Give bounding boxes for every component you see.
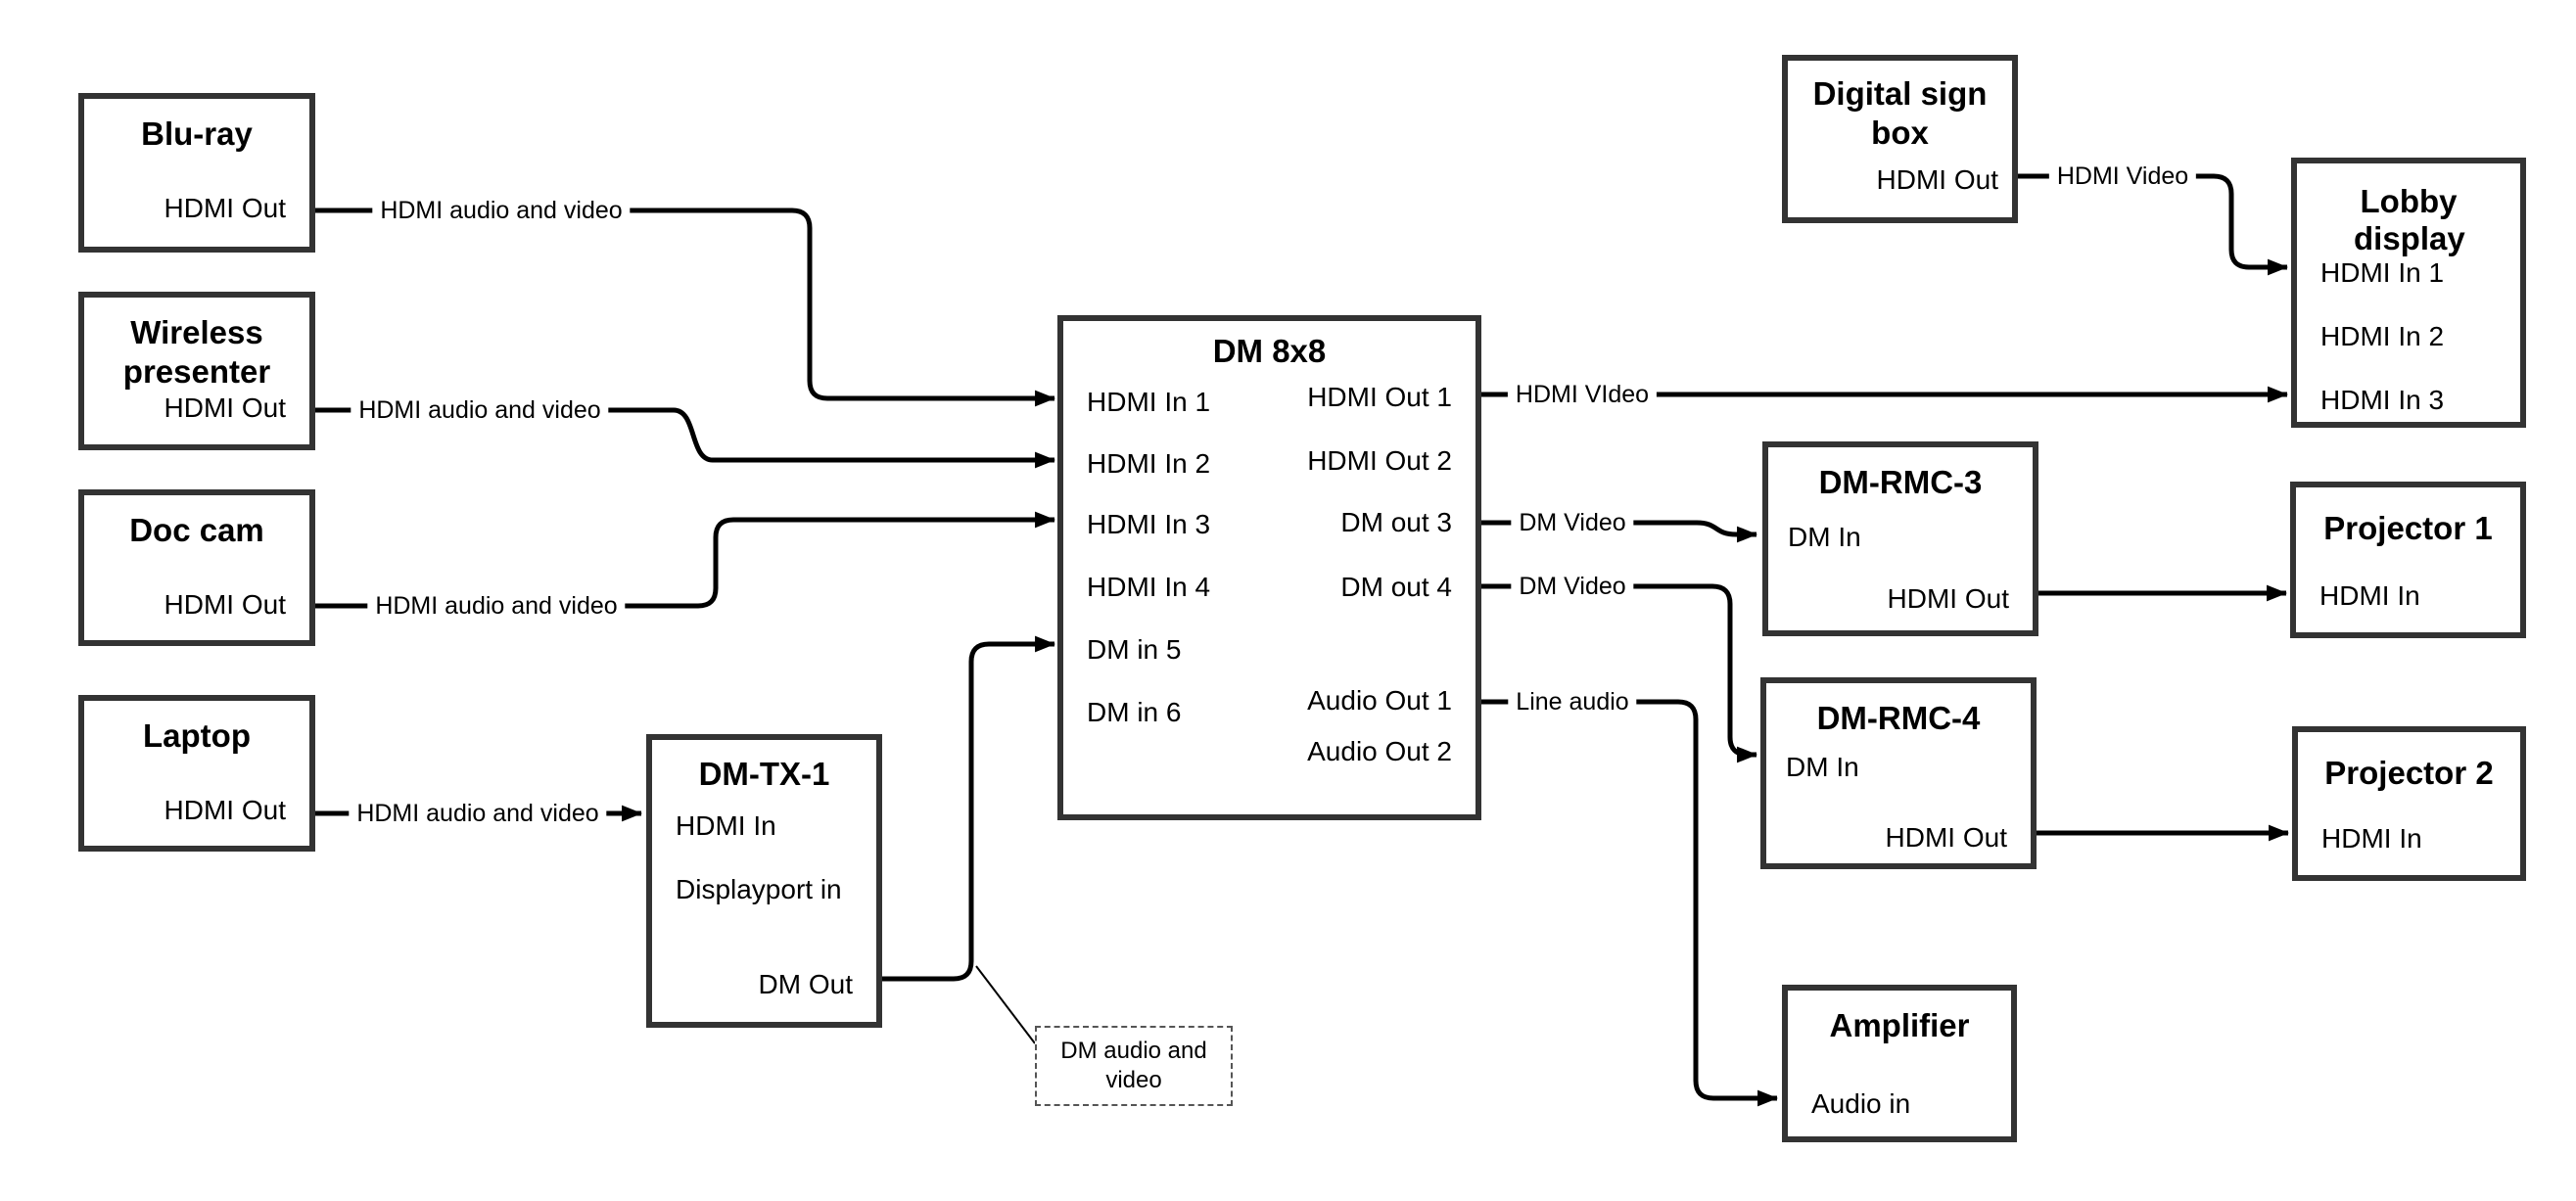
port-dm-out-4: DM out 4 xyxy=(1340,572,1452,602)
wire-label: HDMI audio and video xyxy=(372,194,631,227)
node-title: Wireless presenter xyxy=(122,314,271,390)
wire-wireless-to-dm8x8-in2 xyxy=(315,407,1056,469)
port-dm-out-3: DM out 3 xyxy=(1340,507,1452,537)
wire-bluray-to-dm8x8-in1 xyxy=(315,208,1056,407)
port-hdmi-out: HDMI Out xyxy=(164,589,286,620)
leader-line-dm-note xyxy=(975,965,1036,1044)
wire-label: HDMI audio and video xyxy=(351,393,609,427)
port-dm-in-5: DM in 5 xyxy=(1087,634,1182,665)
port-hdmi-in-3: HDMI In 3 xyxy=(1087,509,1211,539)
node-title: Laptop xyxy=(143,717,251,754)
wire-doccam-to-dm8x8-in3 xyxy=(315,511,1056,609)
node-blu-ray: Blu-ray HDMI Out xyxy=(78,93,315,253)
wire-label: HDMI Video xyxy=(2048,160,2197,193)
port-hdmi-out: HDMI Out xyxy=(164,795,286,825)
node-amplifier: Amplifier Audio in xyxy=(1782,985,2017,1142)
port-displayport-in: Displayport in xyxy=(676,874,842,904)
port-dm-in: DM In xyxy=(1786,752,1859,782)
node-title: Amplifier xyxy=(1829,1007,1970,1043)
node-title: DM-RMC-4 xyxy=(1816,700,1981,736)
node-doc-cam: Doc cam HDMI Out xyxy=(78,489,315,646)
node-digital-sign-box: Digital sign box HDMI Out xyxy=(1782,55,2018,223)
node-title: DM-TX-1 xyxy=(698,756,830,792)
wire-dmtx1-to-dm8x8-in5 xyxy=(882,635,1056,982)
wire-label: HDMI audio and video xyxy=(349,797,607,830)
wire-label: HDMI audio and video xyxy=(367,589,626,623)
node-title: Doc cam xyxy=(129,512,264,548)
node-projector-2: Projector 2 HDMI In xyxy=(2292,726,2526,881)
port-hdmi-in-1: HDMI In 1 xyxy=(1087,387,1211,417)
node-title: Lobby display xyxy=(2354,183,2465,256)
port-dm-in: DM In xyxy=(1788,522,1861,552)
node-dm-tx-1: DM-TX-1 HDMI In Displayport in DM Out xyxy=(646,734,882,1028)
wire-label: Line audio xyxy=(1508,685,1637,718)
wire-label: HDMI VIdeo xyxy=(1507,378,1658,411)
port-hdmi-out: HDMI Out xyxy=(164,393,286,423)
port-audio-in: Audio in xyxy=(1811,1088,1911,1119)
wire-dm8x8-audio1-to-amplifier xyxy=(1481,699,1779,1107)
node-wireless-presenter: Wireless presenter HDMI Out xyxy=(78,292,315,450)
wire-label: DM Video xyxy=(1511,506,1634,539)
port-hdmi-out-2: HDMI Out 2 xyxy=(1307,445,1452,476)
port-hdmi-out: HDMI Out xyxy=(1885,822,2007,853)
wire-label: DM Video xyxy=(1511,570,1634,603)
wire-dm8x8-out3-to-rmc3 xyxy=(1481,520,1758,543)
node-title: Projector 2 xyxy=(2324,755,2494,791)
port-hdmi-in-2: HDMI In 2 xyxy=(1087,448,1211,479)
port-audio-out-1: Audio Out 1 xyxy=(1307,685,1452,716)
node-title: DM 8x8 xyxy=(1212,333,1327,369)
node-title: DM-RMC-3 xyxy=(1818,464,1983,500)
node-title: Blu-ray xyxy=(141,115,253,152)
node-laptop: Laptop HDMI Out xyxy=(78,695,315,852)
port-hdmi-out: HDMI Out xyxy=(164,193,286,223)
node-dm-rmc-3: DM-RMC-3 DM In HDMI Out xyxy=(1762,441,2038,636)
port-hdmi-in-3: HDMI In 3 xyxy=(2320,385,2445,415)
node-dm-8x8: DM 8x8 HDMI In 1 HDMI In 2 HDMI In 3 HDM… xyxy=(1057,315,1481,820)
annotation-dm-audio-video: DM audio and video xyxy=(1035,1026,1233,1106)
port-hdmi-in: HDMI In xyxy=(676,810,776,841)
node-dm-rmc-4: DM-RMC-4 DM In HDMI Out xyxy=(1760,677,2037,869)
port-hdmi-out: HDMI Out xyxy=(1876,164,1998,195)
node-projector-1: Projector 1 HDMI In xyxy=(2290,482,2526,638)
wire-dm8x8-out4-to-rmc4 xyxy=(1481,583,1758,763)
port-hdmi-out: HDMI Out xyxy=(1887,583,2009,614)
node-lobby-display: Lobby display HDMI In 1 HDMI In 2 HDMI I… xyxy=(2291,158,2526,428)
port-dm-out: DM Out xyxy=(758,969,853,999)
port-hdmi-in: HDMI In xyxy=(2319,580,2420,611)
node-title: Digital sign box xyxy=(1812,75,1988,151)
wire-signbox-to-lobby-in1 xyxy=(2018,173,2289,276)
port-hdmi-in-1: HDMI In 1 xyxy=(2320,257,2445,288)
node-title: Projector 1 xyxy=(2323,510,2493,546)
port-hdmi-out-1: HDMI Out 1 xyxy=(1307,382,1452,412)
port-hdmi-in-4: HDMI In 4 xyxy=(1087,572,1211,602)
port-hdmi-in: HDMI In xyxy=(2321,823,2422,854)
port-dm-in-6: DM in 6 xyxy=(1087,697,1182,727)
port-hdmi-in-2: HDMI In 2 xyxy=(2320,321,2445,351)
port-audio-out-2: Audio Out 2 xyxy=(1307,736,1452,766)
